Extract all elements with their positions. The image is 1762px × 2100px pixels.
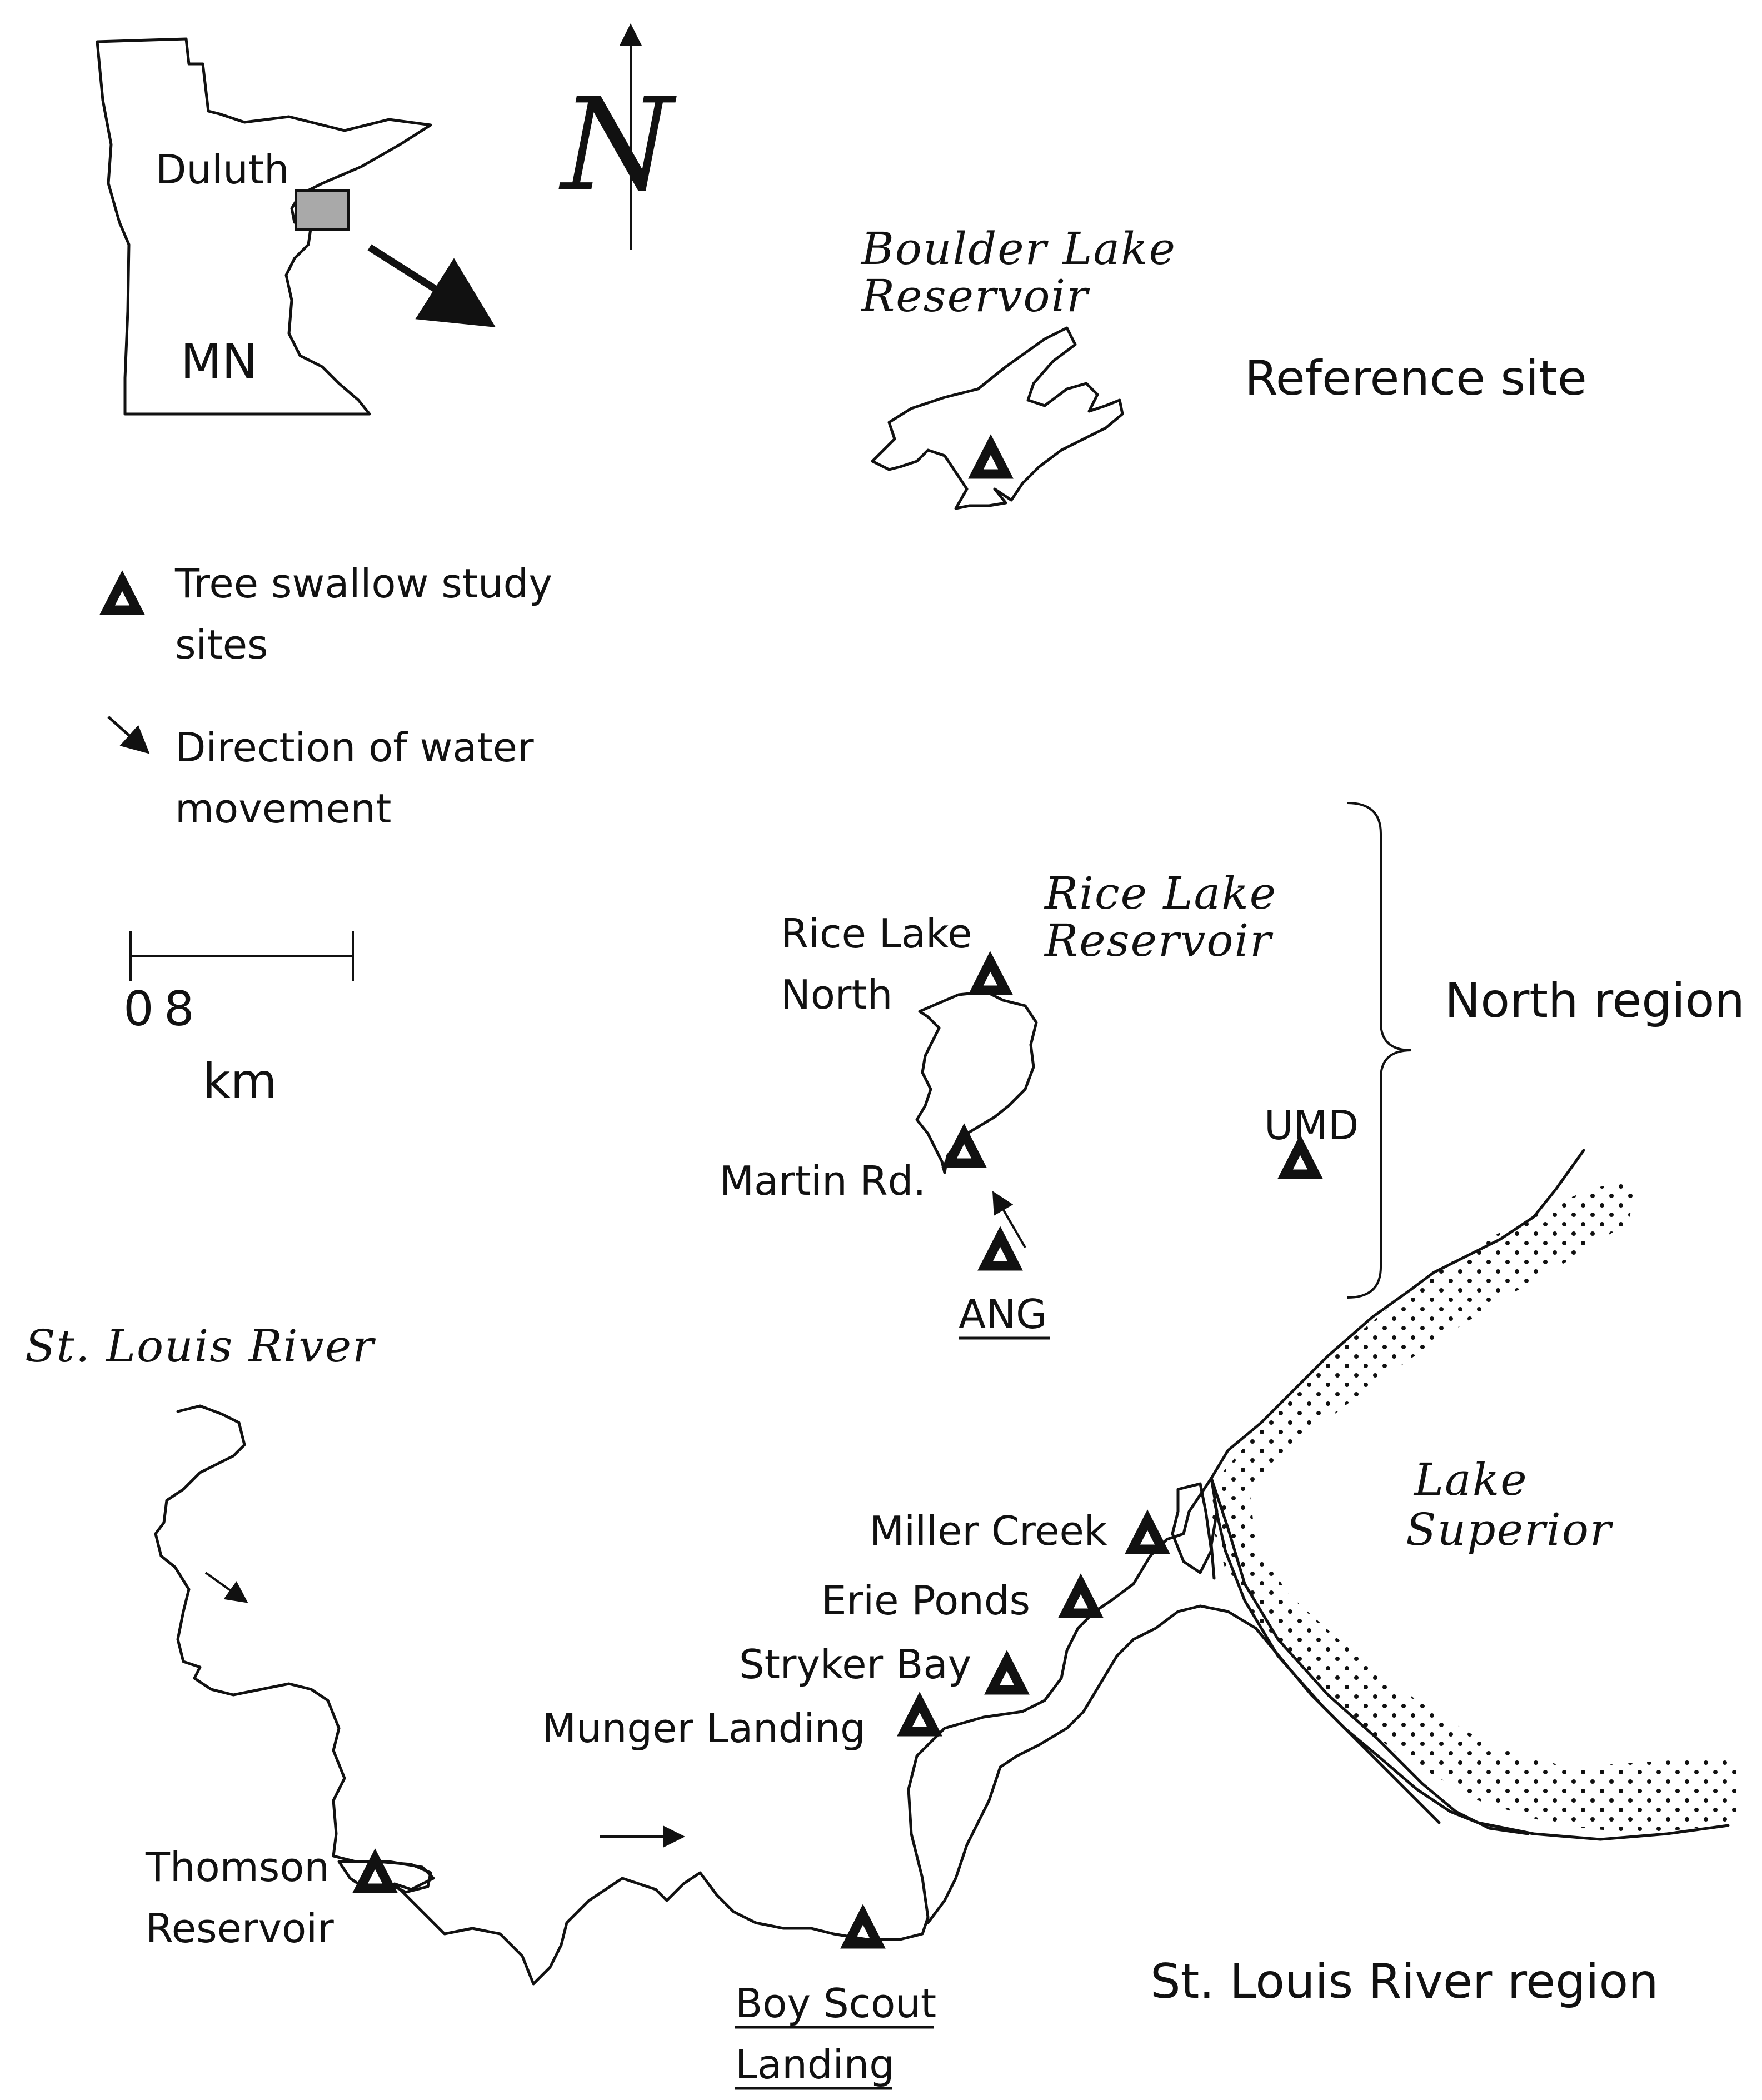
superior-entry-line xyxy=(1210,1477,1219,1580)
rice-lake-label-line1: Rice Lake xyxy=(1044,867,1277,919)
umd-label: UMD xyxy=(1264,1102,1359,1149)
rice-lake-reservoir: Rice Lake Reservoir xyxy=(915,867,1277,1271)
boulder-lake-outline xyxy=(871,326,1124,510)
miller-creek-label: Miller Creek xyxy=(870,1508,1107,1554)
allouez-bay-island xyxy=(1171,1482,1213,1574)
legend: Tree swallow study sites Direction of wa… xyxy=(99,560,552,832)
st-louis-river-north-bank xyxy=(154,1404,1213,1986)
miller-creek-marker xyxy=(1125,1509,1170,1554)
legend-water-line1: Direction of water xyxy=(175,724,534,771)
scale-bar-unit-label: km xyxy=(203,1054,277,1109)
lake-superior-area: Lake Superior xyxy=(1210,1149,1739,1841)
stryker-bay-label: Stryker Bay xyxy=(739,1641,971,1688)
erie-ponds-marker xyxy=(1058,1573,1104,1618)
lake-superior-label-line2: Superior xyxy=(1406,1504,1614,1555)
legend-flow-arrow xyxy=(107,716,150,754)
scale-bar-end-label: 8 xyxy=(164,981,194,1037)
martin-rd-label: Martin Rd. xyxy=(720,1158,926,1204)
ang-marker xyxy=(977,1226,1023,1271)
reference-site-label: Reference site xyxy=(1245,351,1587,406)
ang-flow-arrow xyxy=(992,1191,1026,1249)
munger-landing-marker xyxy=(897,1692,942,1737)
boulder-lake-label-line2: Reservoir xyxy=(860,270,1090,322)
thomson-label-line2: Reservoir xyxy=(146,1905,334,1952)
mn-state-label: MN xyxy=(181,334,258,390)
inset-pointer-arrow xyxy=(367,244,496,327)
superior-south-shore xyxy=(1476,1821,1730,1841)
boulder-lake-site-marker xyxy=(968,434,1014,479)
umd-marker xyxy=(1277,1134,1323,1179)
st-louis-river-label: St. Louis River xyxy=(25,1320,376,1372)
boulder-lake-label-line1: Boulder Lake xyxy=(860,223,1176,275)
upper-flow-arrow xyxy=(204,1572,248,1603)
north-shore-line xyxy=(1210,1149,1585,1480)
minnesota-inset: Duluth MN xyxy=(96,37,496,416)
north-region-label: North region xyxy=(1445,973,1745,1029)
ang-label: ANG xyxy=(959,1291,1047,1338)
scale-bar: 0 8 km xyxy=(123,931,354,1109)
stryker-bay-marker xyxy=(984,1650,1030,1695)
rice-lake-label-line2: Reservoir xyxy=(1044,915,1274,966)
st-louis-region-label: St. Louis River region xyxy=(1150,1954,1659,2009)
rice-lake-north-label-line1: Rice Lake xyxy=(781,910,972,957)
north-compass: N xyxy=(558,23,677,250)
north-region-brace xyxy=(1347,802,1412,1299)
legend-sites-line2: sites xyxy=(175,621,268,668)
rice-lake-outline xyxy=(915,990,1038,1174)
boy-scout-label-line2: Landing xyxy=(735,2041,895,2088)
munger-landing-label: Munger Landing xyxy=(542,1705,866,1752)
legend-water-line2: movement xyxy=(175,785,391,832)
legend-sites-line1: Tree swallow study xyxy=(174,560,552,607)
lake-superior-stipple xyxy=(1211,1178,1739,1834)
north-brace-shape xyxy=(1347,802,1412,1299)
legend-site-symbol xyxy=(99,570,145,615)
scale-bar-start-label: 0 xyxy=(123,981,154,1037)
thomson-reservoir-marker xyxy=(352,1848,398,1893)
lake-superior-label-line1: Lake xyxy=(1413,1454,1528,1505)
rice-lake-north-label-line2: North xyxy=(781,971,892,1018)
boy-scout-landing-marker xyxy=(840,1904,886,1949)
duluth-area-box xyxy=(295,189,350,231)
erie-ponds-label: Erie Ponds xyxy=(821,1577,1030,1624)
st-louis-river: St. Louis River xyxy=(25,1320,1480,1986)
rice-lake-north-marker xyxy=(968,951,1013,995)
boulder-lake-reservoir: Boulder Lake Reservoir xyxy=(860,223,1176,510)
thomson-label-line1: Thomson xyxy=(145,1844,330,1891)
st-louis-river-south-bank xyxy=(926,1604,1480,1924)
minnesota-outline xyxy=(96,37,432,416)
duluth-label: Duluth xyxy=(156,146,289,193)
compass-letter: N xyxy=(558,71,677,220)
boy-scout-label-line1: Boy Scout xyxy=(735,1980,936,2027)
martin-rd-marker xyxy=(941,1123,987,1168)
